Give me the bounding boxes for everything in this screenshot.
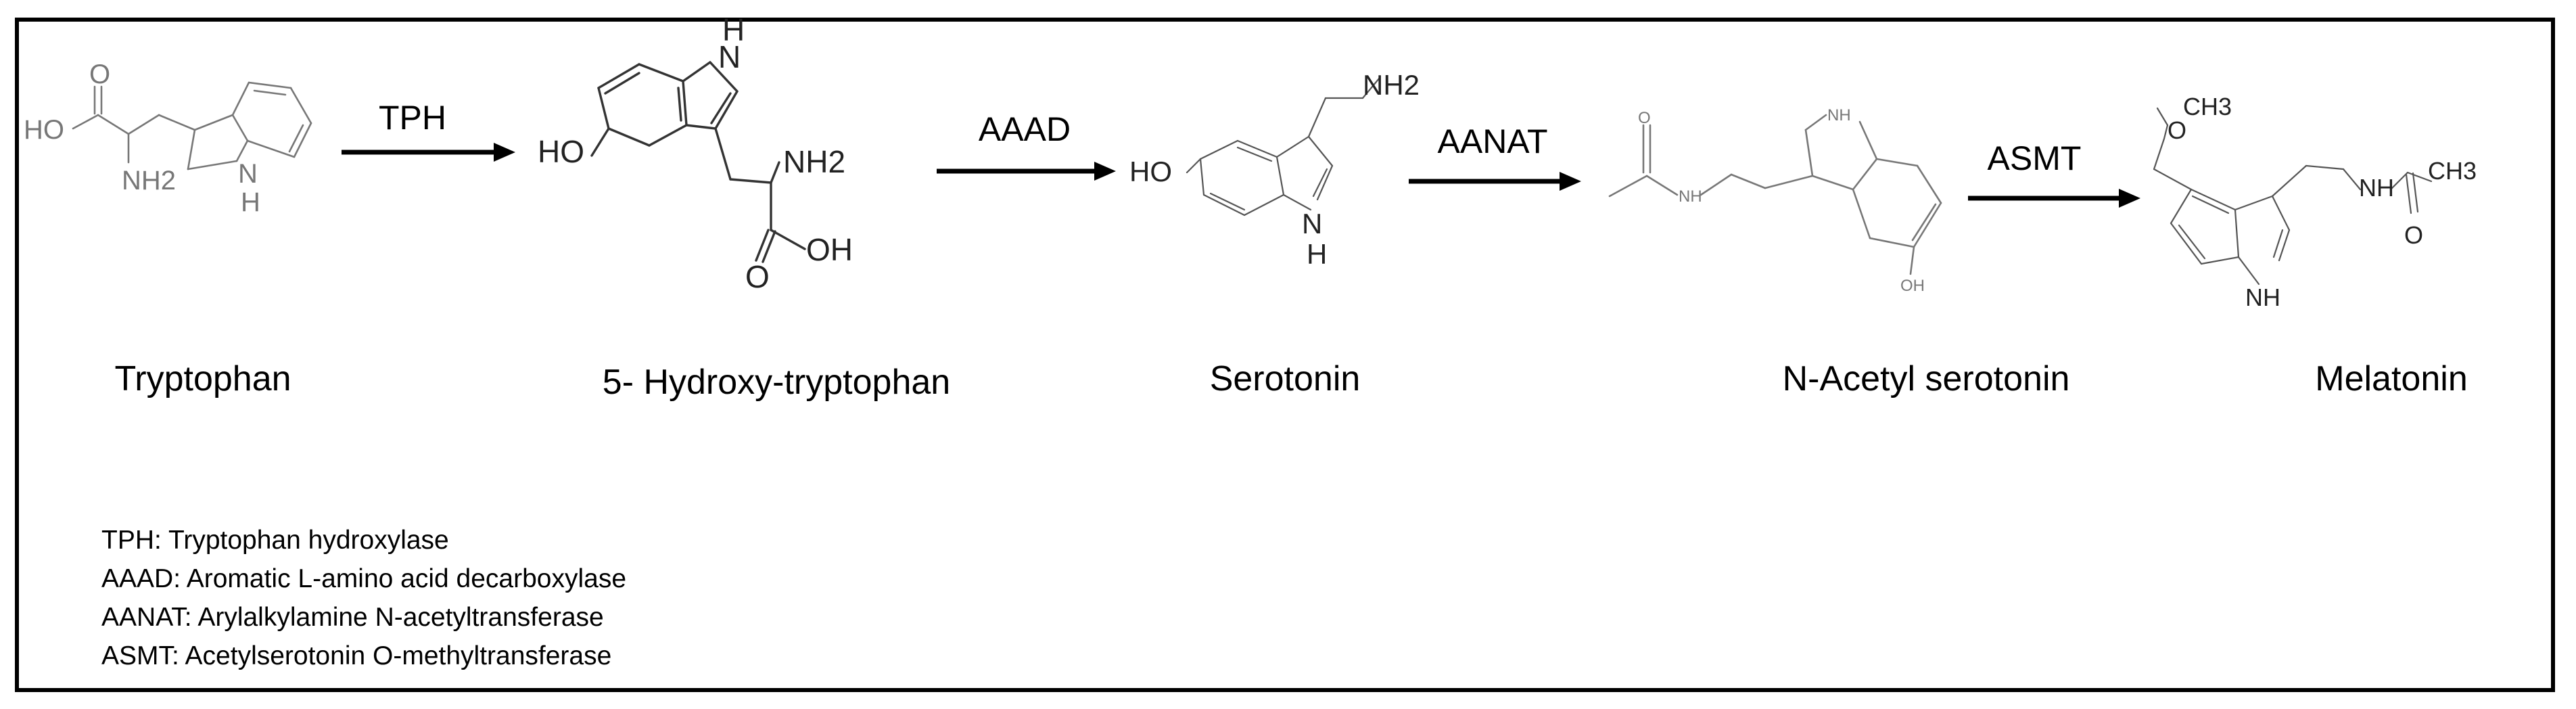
diagram-frame (15, 18, 2555, 692)
enzyme-legend: TPH: Tryptophan hydroxylase AAAD: Aromat… (101, 521, 626, 675)
molecule-name-tryptophan: Tryptophan (114, 359, 291, 398)
trp-amine-label: NH2 (122, 166, 176, 196)
mel-ring-n-label: NH (2245, 283, 2280, 311)
legend-item-asmt: ASMT: Acetylserotonin O-methyltransferas… (101, 641, 612, 670)
n-acetyl-serotonin-structure: O NH NH OH (1608, 106, 1942, 295)
enzyme-label-aaad: AAAD (978, 110, 1071, 148)
legend-item-aanat: AANAT: Arylalkylamine N-acetyltransferas… (101, 603, 604, 632)
molecule-name-melatonin: Melatonin (2315, 359, 2468, 398)
nas-ring-n-label: NH (1827, 106, 1851, 124)
molecule-name-n-acetyl-serotonin: N-Acetyl serotonin (1782, 359, 2070, 398)
nas-carbonyl-label: O (1638, 109, 1651, 127)
mel-methoxy-ch3-label: CH3 (2183, 93, 2232, 120)
nas-hydroxyl-label: OH (1900, 277, 1925, 295)
ser-amine-label: NH2 (1363, 69, 1420, 101)
htp-hydroxyl-label: HO (538, 134, 584, 169)
arrow-tph (342, 143, 515, 162)
htp-carbonyl-label: O (745, 259, 770, 294)
arrow-aanat (1409, 172, 1581, 191)
mel-acetyl-ch3-label: CH3 (2428, 157, 2477, 185)
hydroxytryptophan-structure: HO N H NH2 O OH (538, 12, 853, 294)
serotonin-structure: HO NH2 N H (1129, 69, 1420, 270)
ser-ring-h-label: H (1307, 238, 1327, 270)
tryptophan-structure: HO O NH2 N H (24, 60, 312, 217)
molecule-name-hydroxytryptophan: 5- Hydroxy-tryptophan (602, 363, 951, 402)
trp-ring-h-label: H (241, 187, 260, 217)
molecule-name-serotonin: Serotonin (1209, 359, 1361, 398)
ser-ring-n-label: N (1302, 208, 1322, 239)
mel-carbonyl-label: O (2404, 221, 2423, 249)
trp-carbonyl-label: O (89, 60, 110, 89)
htp-amine-label: NH2 (783, 144, 845, 179)
mel-methoxy-o-label: O (2168, 116, 2186, 144)
legend-item-aaad: AAAD: Aromatic L-amino acid decarboxylas… (101, 564, 627, 593)
enzyme-label-asmt: ASMT (1987, 139, 2082, 177)
trp-ring-n-label: N (238, 159, 258, 189)
legend-item-tph: TPH: Tryptophan hydroxylase (101, 526, 449, 555)
mel-amide-n-label: NH (2359, 174, 2394, 202)
htp-ring-n-label: N (718, 39, 741, 74)
enzyme-label-aanat: AANAT (1437, 122, 1548, 160)
htp-ring-h-label: H (722, 12, 745, 47)
ser-hydroxyl-label: HO (1129, 156, 1172, 187)
nas-amide-n-label: NH (1679, 187, 1702, 206)
arrow-asmt (1968, 189, 2140, 208)
arrow-aaad (937, 162, 1116, 181)
enzyme-label-tph: TPH (379, 99, 446, 137)
melatonin-structure: O CH3 NH NH O CH3 (2153, 93, 2477, 311)
htp-acid-oh-label: OH (806, 232, 853, 267)
trp-hydroxyl-label: HO (24, 115, 64, 145)
